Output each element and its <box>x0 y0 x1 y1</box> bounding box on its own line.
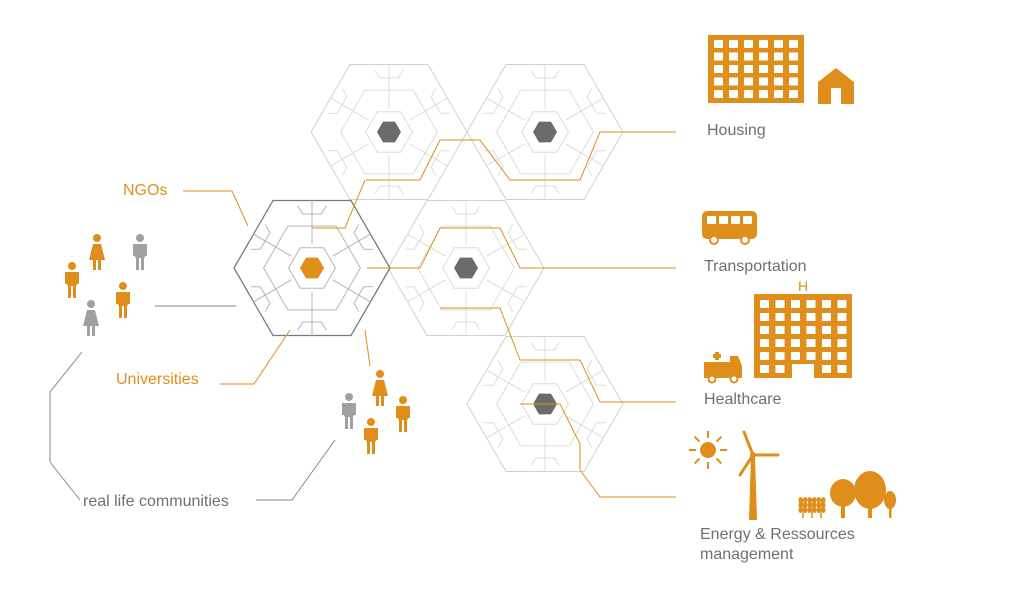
hex-cell-top-left <box>310 64 468 200</box>
gray-hub-icon <box>377 121 401 143</box>
hospital-icon: H <box>754 278 852 378</box>
connector-transportation <box>367 227 676 269</box>
apartment-building-icon <box>708 35 804 103</box>
connector-people-pointer <box>364 329 371 367</box>
hospital-sign-label: H <box>798 278 808 294</box>
tree-icon <box>830 471 896 518</box>
label-communities: real life communities <box>83 493 229 510</box>
label-energy-line2: management <box>700 546 794 563</box>
connector-energy <box>520 403 676 498</box>
orange-hub-icon <box>300 257 324 279</box>
label-housing: Housing <box>707 122 766 139</box>
person-icon <box>372 370 388 406</box>
person-icon <box>133 234 147 270</box>
person-icon <box>65 262 79 298</box>
ambulance-icon <box>704 352 742 384</box>
gray-hub-icon <box>454 257 478 279</box>
label-ngos: NGOs <box>123 182 168 199</box>
person-icon <box>116 282 130 318</box>
hex-cell-community <box>233 199 391 337</box>
connector-healthcare <box>440 307 676 403</box>
sun-icon <box>689 431 727 469</box>
connector-communities-left <box>49 351 83 501</box>
connector-housing <box>366 131 676 181</box>
hex-cell-top-right <box>466 64 624 200</box>
bus-icon <box>702 211 757 245</box>
person-icon <box>83 300 99 336</box>
person-icon <box>89 234 105 270</box>
person-icon <box>396 396 410 432</box>
connector-universities <box>220 329 291 385</box>
wind-turbine-icon <box>738 430 780 520</box>
wheat-icon <box>798 497 826 518</box>
connector-ngos <box>183 190 249 227</box>
label-energy-line1: Energy & Ressources <box>700 526 855 543</box>
house-icon <box>818 68 854 104</box>
connector-communities-right <box>256 439 336 501</box>
label-healthcare: Healthcare <box>704 391 782 408</box>
label-universities: Universities <box>116 371 199 388</box>
label-transportation: Transportation <box>704 258 807 275</box>
person-icon <box>364 418 378 454</box>
gray-hub-icon <box>533 121 557 143</box>
person-icon <box>342 393 356 429</box>
label-energy: Energy & Ressources management <box>700 525 855 565</box>
connector-inner-1 <box>312 179 366 229</box>
